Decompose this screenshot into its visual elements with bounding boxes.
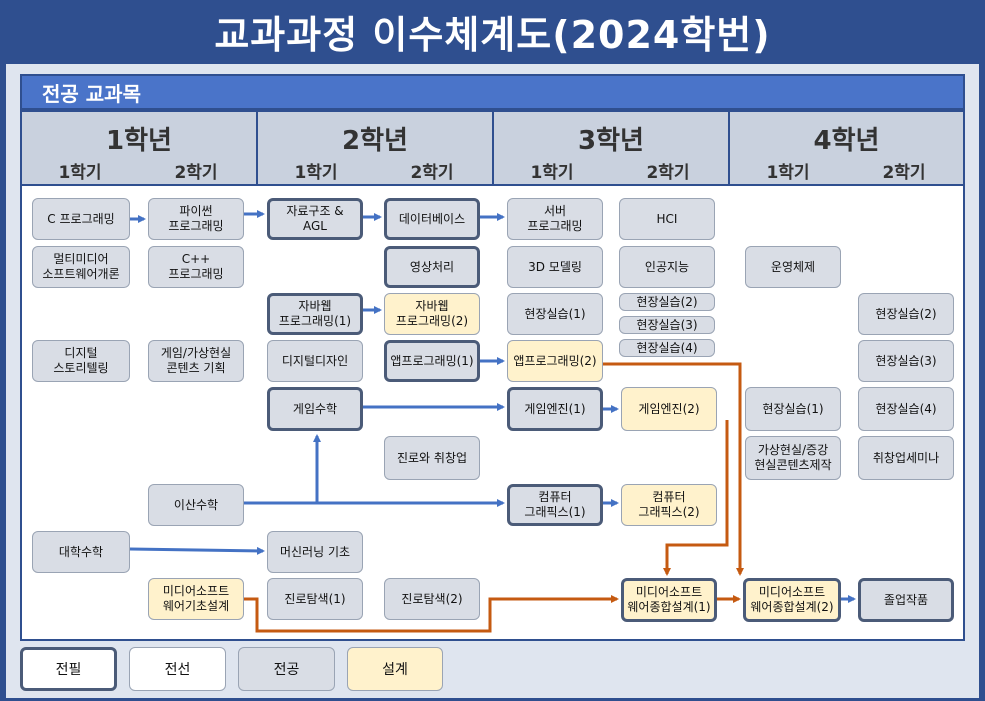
course-digital-design[interactable]: 디지털디자인 <box>267 340 363 382</box>
course-vr-ar-production[interactable]: 가상현실/증강 현실콘텐츠제작 <box>745 436 841 480</box>
year-4-column: 4학년 1학기 2학기 <box>730 112 963 184</box>
course-ai[interactable]: 인공지능 <box>619 246 715 288</box>
legend-design: 설계 <box>347 647 443 691</box>
semester-label: 1학기 <box>294 163 338 183</box>
semester-label: 2학기 <box>174 163 218 183</box>
course-java-web-2[interactable]: 자바웹 프로그래밍(2) <box>384 293 480 335</box>
legend-elective: 전선 <box>129 647 226 691</box>
course-image-processing[interactable]: 영상처리 <box>384 246 480 288</box>
semester-label: 1학기 <box>58 163 102 183</box>
course-database[interactable]: 데이터베이스 <box>384 198 480 240</box>
course-server[interactable]: 서버 프로그래밍 <box>507 198 603 240</box>
course-ml-basic[interactable]: 머신러닝 기초 <box>267 531 363 573</box>
semester-label: 2학기 <box>646 163 690 183</box>
year-1-column: 1학년 1학기 2학기 <box>22 112 258 184</box>
course-data-structure[interactable]: 자료구조 & AGL <box>267 198 363 240</box>
course-os[interactable]: 운영체제 <box>745 246 841 288</box>
course-mm-basic-design[interactable]: 미디어소프트 웨어기초설계 <box>148 578 244 620</box>
course-job-seminar[interactable]: 취창업세미나 <box>858 436 954 480</box>
page-title: 교과과정 이수체계도(2024학번) <box>0 0 985 62</box>
semester-label: 1학기 <box>766 163 810 183</box>
year-2-column: 2학년 1학기 2학기 <box>258 112 494 184</box>
course-game-engine-1[interactable]: 게임엔진(1) <box>507 387 603 431</box>
semester-label: 1학기 <box>530 163 574 183</box>
course-field-practice-3-y4[interactable]: 현장실습(3) <box>858 340 954 382</box>
year-title: 4학년 <box>813 126 880 156</box>
course-field-practice-1-y4[interactable]: 현장실습(1) <box>745 387 841 431</box>
course-career-job[interactable]: 진로와 취창업 <box>384 436 480 480</box>
course-hci[interactable]: HCI <box>619 198 715 240</box>
course-field-practice-2-y4[interactable]: 현장실습(2) <box>858 293 954 335</box>
year-title: 3학년 <box>578 126 644 156</box>
course-calculus[interactable]: 대학수학 <box>32 531 130 573</box>
course-cpp[interactable]: C++ 프로그래밍 <box>148 246 244 288</box>
course-field-practice-2[interactable]: 현장실습(2) <box>619 293 715 311</box>
course-multimedia-sw[interactable]: 멀티미디어 소프트웨어개론 <box>32 246 130 288</box>
section-header: 전공 교과목 <box>20 74 965 110</box>
course-game-vr-planning[interactable]: 게임/가상현실 콘텐츠 기획 <box>148 340 244 382</box>
course-java-web-1[interactable]: 자바웹 프로그래밍(1) <box>267 293 363 335</box>
year-3-column: 3학년 1학기 2학기 <box>494 112 730 184</box>
semester-label: 2학기 <box>410 163 454 183</box>
course-graduation[interactable]: 졸업작품 <box>858 578 954 622</box>
course-game-engine-2[interactable]: 게임엔진(2) <box>621 387 717 431</box>
course-game-math[interactable]: 게임수학 <box>267 387 363 431</box>
course-app-programming-1[interactable]: 앱프로그래밍(1) <box>384 340 480 382</box>
course-graphics-1[interactable]: 컴퓨터 그래픽스(1) <box>507 484 603 526</box>
course-field-practice-1[interactable]: 현장실습(1) <box>507 293 603 335</box>
year-header-row: 1학년 1학기 2학기 2학년 1학기 2학기 3학년 1학기 2학기 4학년 … <box>20 110 965 186</box>
year-title: 1학년 <box>106 126 172 156</box>
course-graphics-2[interactable]: 컴퓨터 그래픽스(2) <box>621 484 717 526</box>
course-field-practice-4-y4[interactable]: 현장실습(4) <box>858 387 954 431</box>
course-c-programming[interactable]: C 프로그래밍 <box>32 198 130 240</box>
legend-major: 전공 <box>238 647 335 691</box>
course-digital-storytelling[interactable]: 디지털 스토리텔링 <box>32 340 130 382</box>
course-3d-modeling[interactable]: 3D 모델링 <box>507 246 603 288</box>
course-career-explore-1[interactable]: 진로탐색(1) <box>267 578 363 620</box>
course-field-practice-4[interactable]: 현장실습(4) <box>619 339 715 357</box>
year-title: 2학년 <box>342 126 408 156</box>
course-career-explore-2[interactable]: 진로탐색(2) <box>384 578 480 620</box>
course-mm-design-2[interactable]: 미디어소프트 웨어종합설계(2) <box>743 578 841 622</box>
course-mm-design-1[interactable]: 미디어소프트 웨어종합설계(1) <box>621 578 717 622</box>
legend-required: 전필 <box>20 647 117 691</box>
course-field-practice-3[interactable]: 현장실습(3) <box>619 316 715 334</box>
course-discrete-math[interactable]: 이산수학 <box>148 484 244 526</box>
course-python[interactable]: 파이썬 프로그래밍 <box>148 198 244 240</box>
semester-label: 2학기 <box>882 163 926 183</box>
course-app-programming-2[interactable]: 앱프로그래밍(2) <box>507 340 603 382</box>
